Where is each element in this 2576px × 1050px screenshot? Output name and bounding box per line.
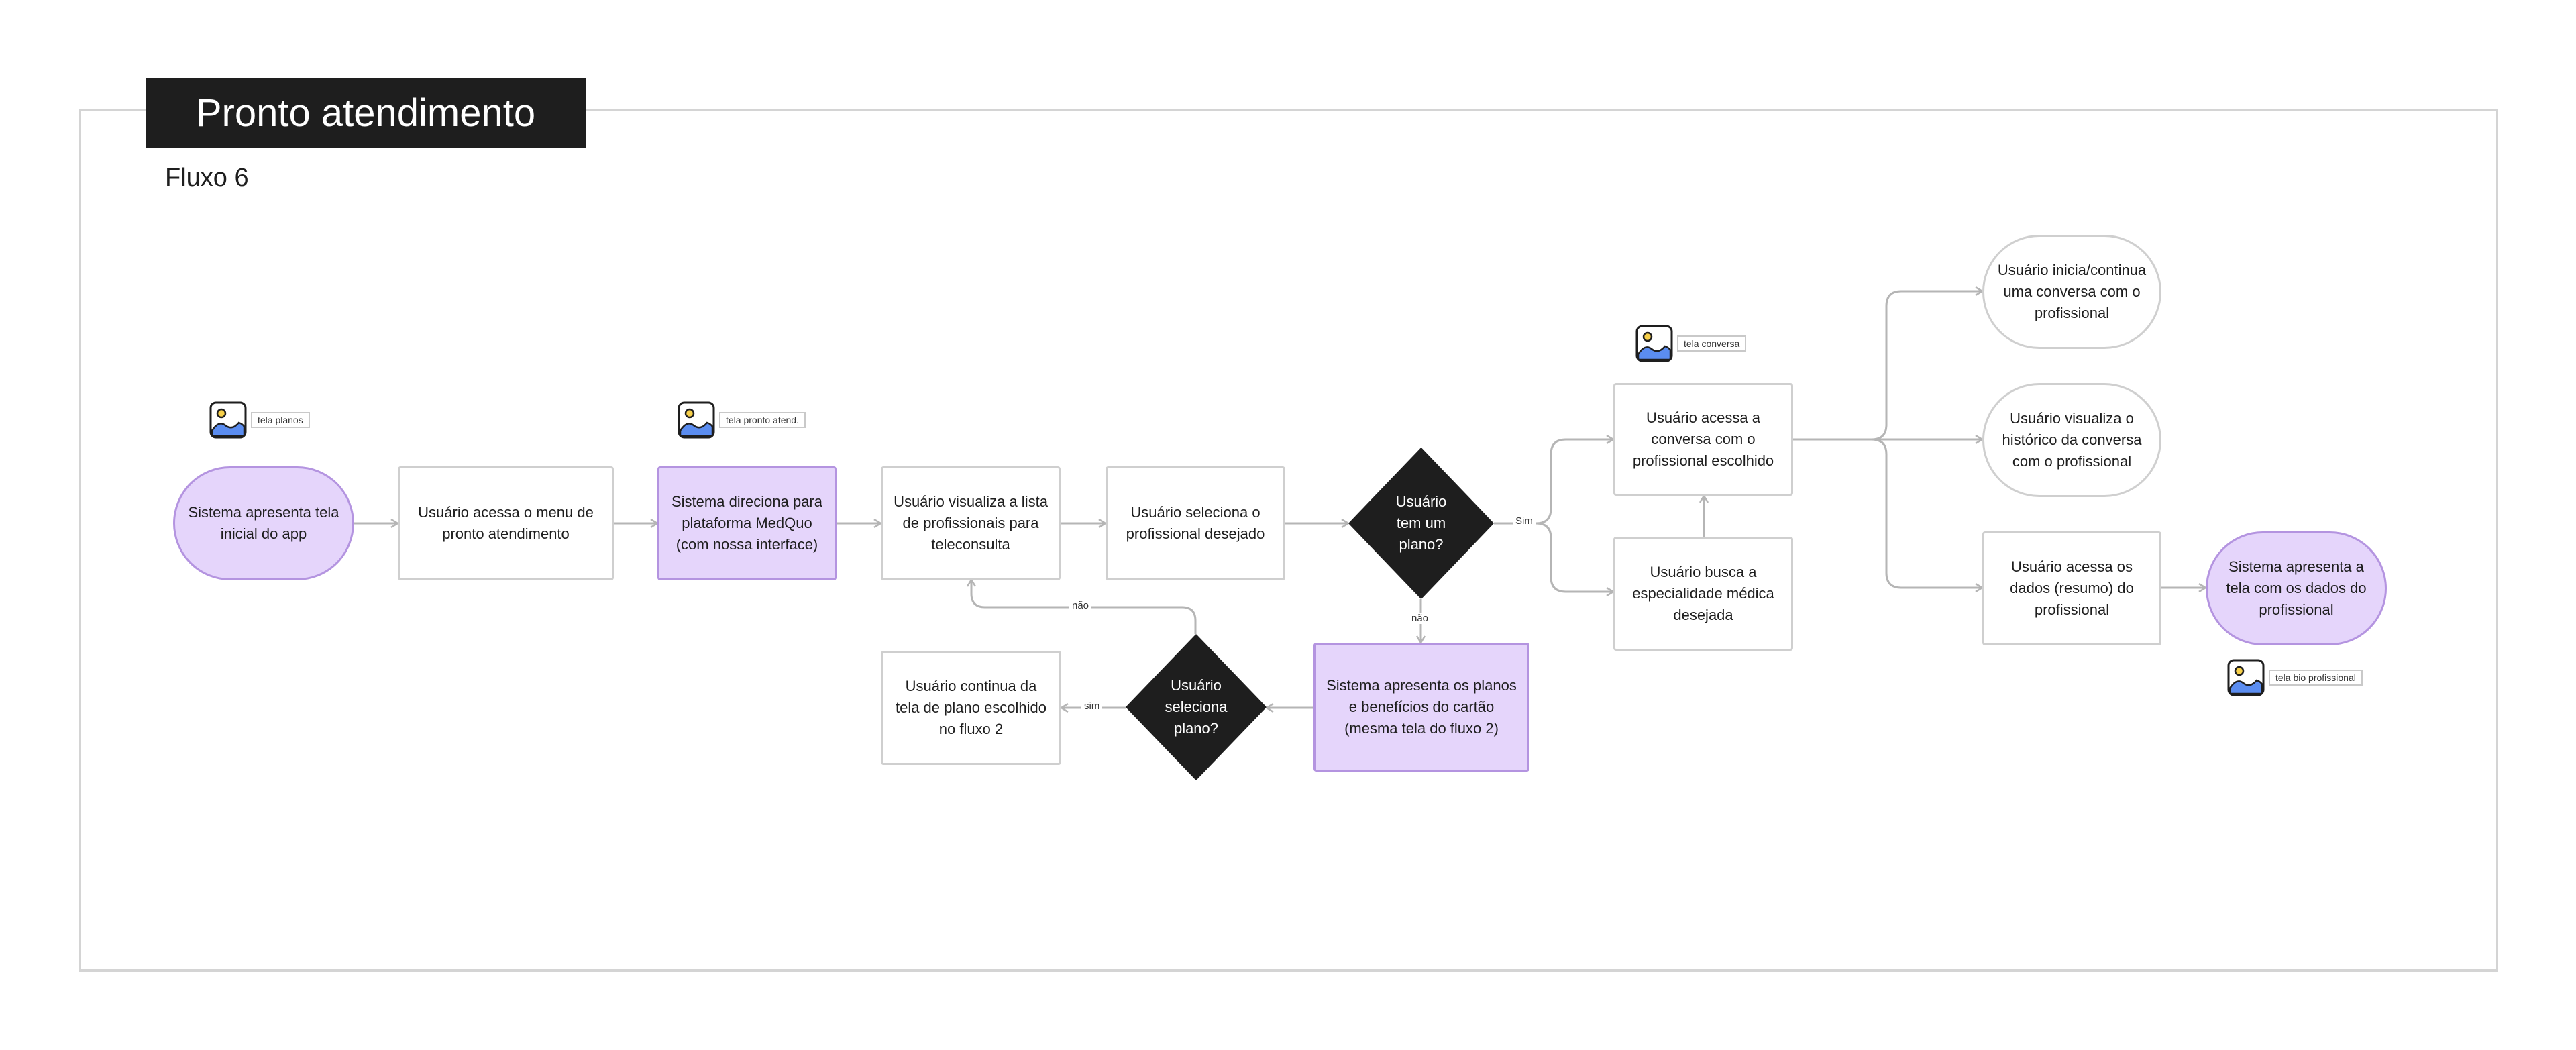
node-dados-profissional: Usuário acessa os dados (resumo) do prof… bbox=[1982, 531, 2161, 645]
screen-tag-label: tela pronto atend. bbox=[719, 412, 806, 428]
screen-tag-planos: tela planos bbox=[209, 401, 310, 439]
decision-shape bbox=[1348, 448, 1494, 599]
node-direciona-medquo: Sistema direciona para plataforma MedQuo… bbox=[657, 466, 837, 580]
screen-tag-conversa: tela conversa bbox=[1635, 325, 1747, 362]
decision-label: Usuário seleciona plano? bbox=[1165, 677, 1228, 737]
edge-label-nao-down: não bbox=[1409, 613, 1432, 624]
page-title: Pronto atendimento bbox=[146, 78, 586, 148]
decision-seleciona-plano: Usuário seleciona plano? bbox=[1126, 634, 1267, 780]
decision-shape bbox=[1126, 634, 1267, 780]
screen-tag-bio-profissional: tela bio profissional bbox=[2227, 659, 2363, 696]
screen-tag-label: tela planos bbox=[251, 412, 310, 428]
image-icon bbox=[2227, 659, 2265, 696]
node-busca-especialidade: Usuário busca a especialidade médica des… bbox=[1613, 537, 1793, 651]
screen-tag-label: tela bio profissional bbox=[2269, 670, 2363, 686]
image-icon bbox=[209, 401, 247, 439]
node-acessa-conversa: Usuário acessa a conversa com o profissi… bbox=[1613, 383, 1793, 496]
screen-tag-pronto-atend: tela pronto atend. bbox=[678, 401, 806, 439]
flow-subtitle: Fluxo 6 bbox=[165, 164, 249, 192]
image-icon bbox=[678, 401, 715, 439]
flow-frame bbox=[79, 109, 2498, 972]
node-historico-conversa: Usuário visualiza o histórico da convers… bbox=[1982, 383, 2161, 497]
screen-tag-label: tela conversa bbox=[1677, 335, 1747, 352]
node-planos-beneficios: Sistema apresenta os planos e benefícios… bbox=[1313, 643, 1529, 772]
edge-label-sim-upper: Sim bbox=[1513, 515, 1536, 527]
node-acessa-menu: Usuário acessa o menu de pronto atendime… bbox=[398, 466, 614, 580]
node-tela-dados-profissional: Sistema apresenta a tela com os dados do… bbox=[2206, 531, 2387, 645]
node-continua-fluxo2: Usuário continua da tela de plano escolh… bbox=[881, 651, 1061, 765]
node-sistema-tela-inicial: Sistema apresenta tela inicial do app bbox=[173, 466, 354, 580]
edge-label-sim-left: sim bbox=[1081, 700, 1103, 712]
image-icon bbox=[1635, 325, 1673, 362]
edge-label-nao-back: não bbox=[1069, 600, 1092, 611]
node-inicia-conversa: Usuário inicia/continua uma conversa com… bbox=[1982, 235, 2161, 349]
node-seleciona-profissional: Usuário seleciona o profissional desejad… bbox=[1106, 466, 1285, 580]
node-lista-profissionais: Usuário visualiza a lista de profissiona… bbox=[881, 466, 1061, 580]
decision-tem-plano: Usuário tem um plano? bbox=[1348, 448, 1494, 599]
decision-label: Usuário tem um plano? bbox=[1395, 493, 1447, 553]
